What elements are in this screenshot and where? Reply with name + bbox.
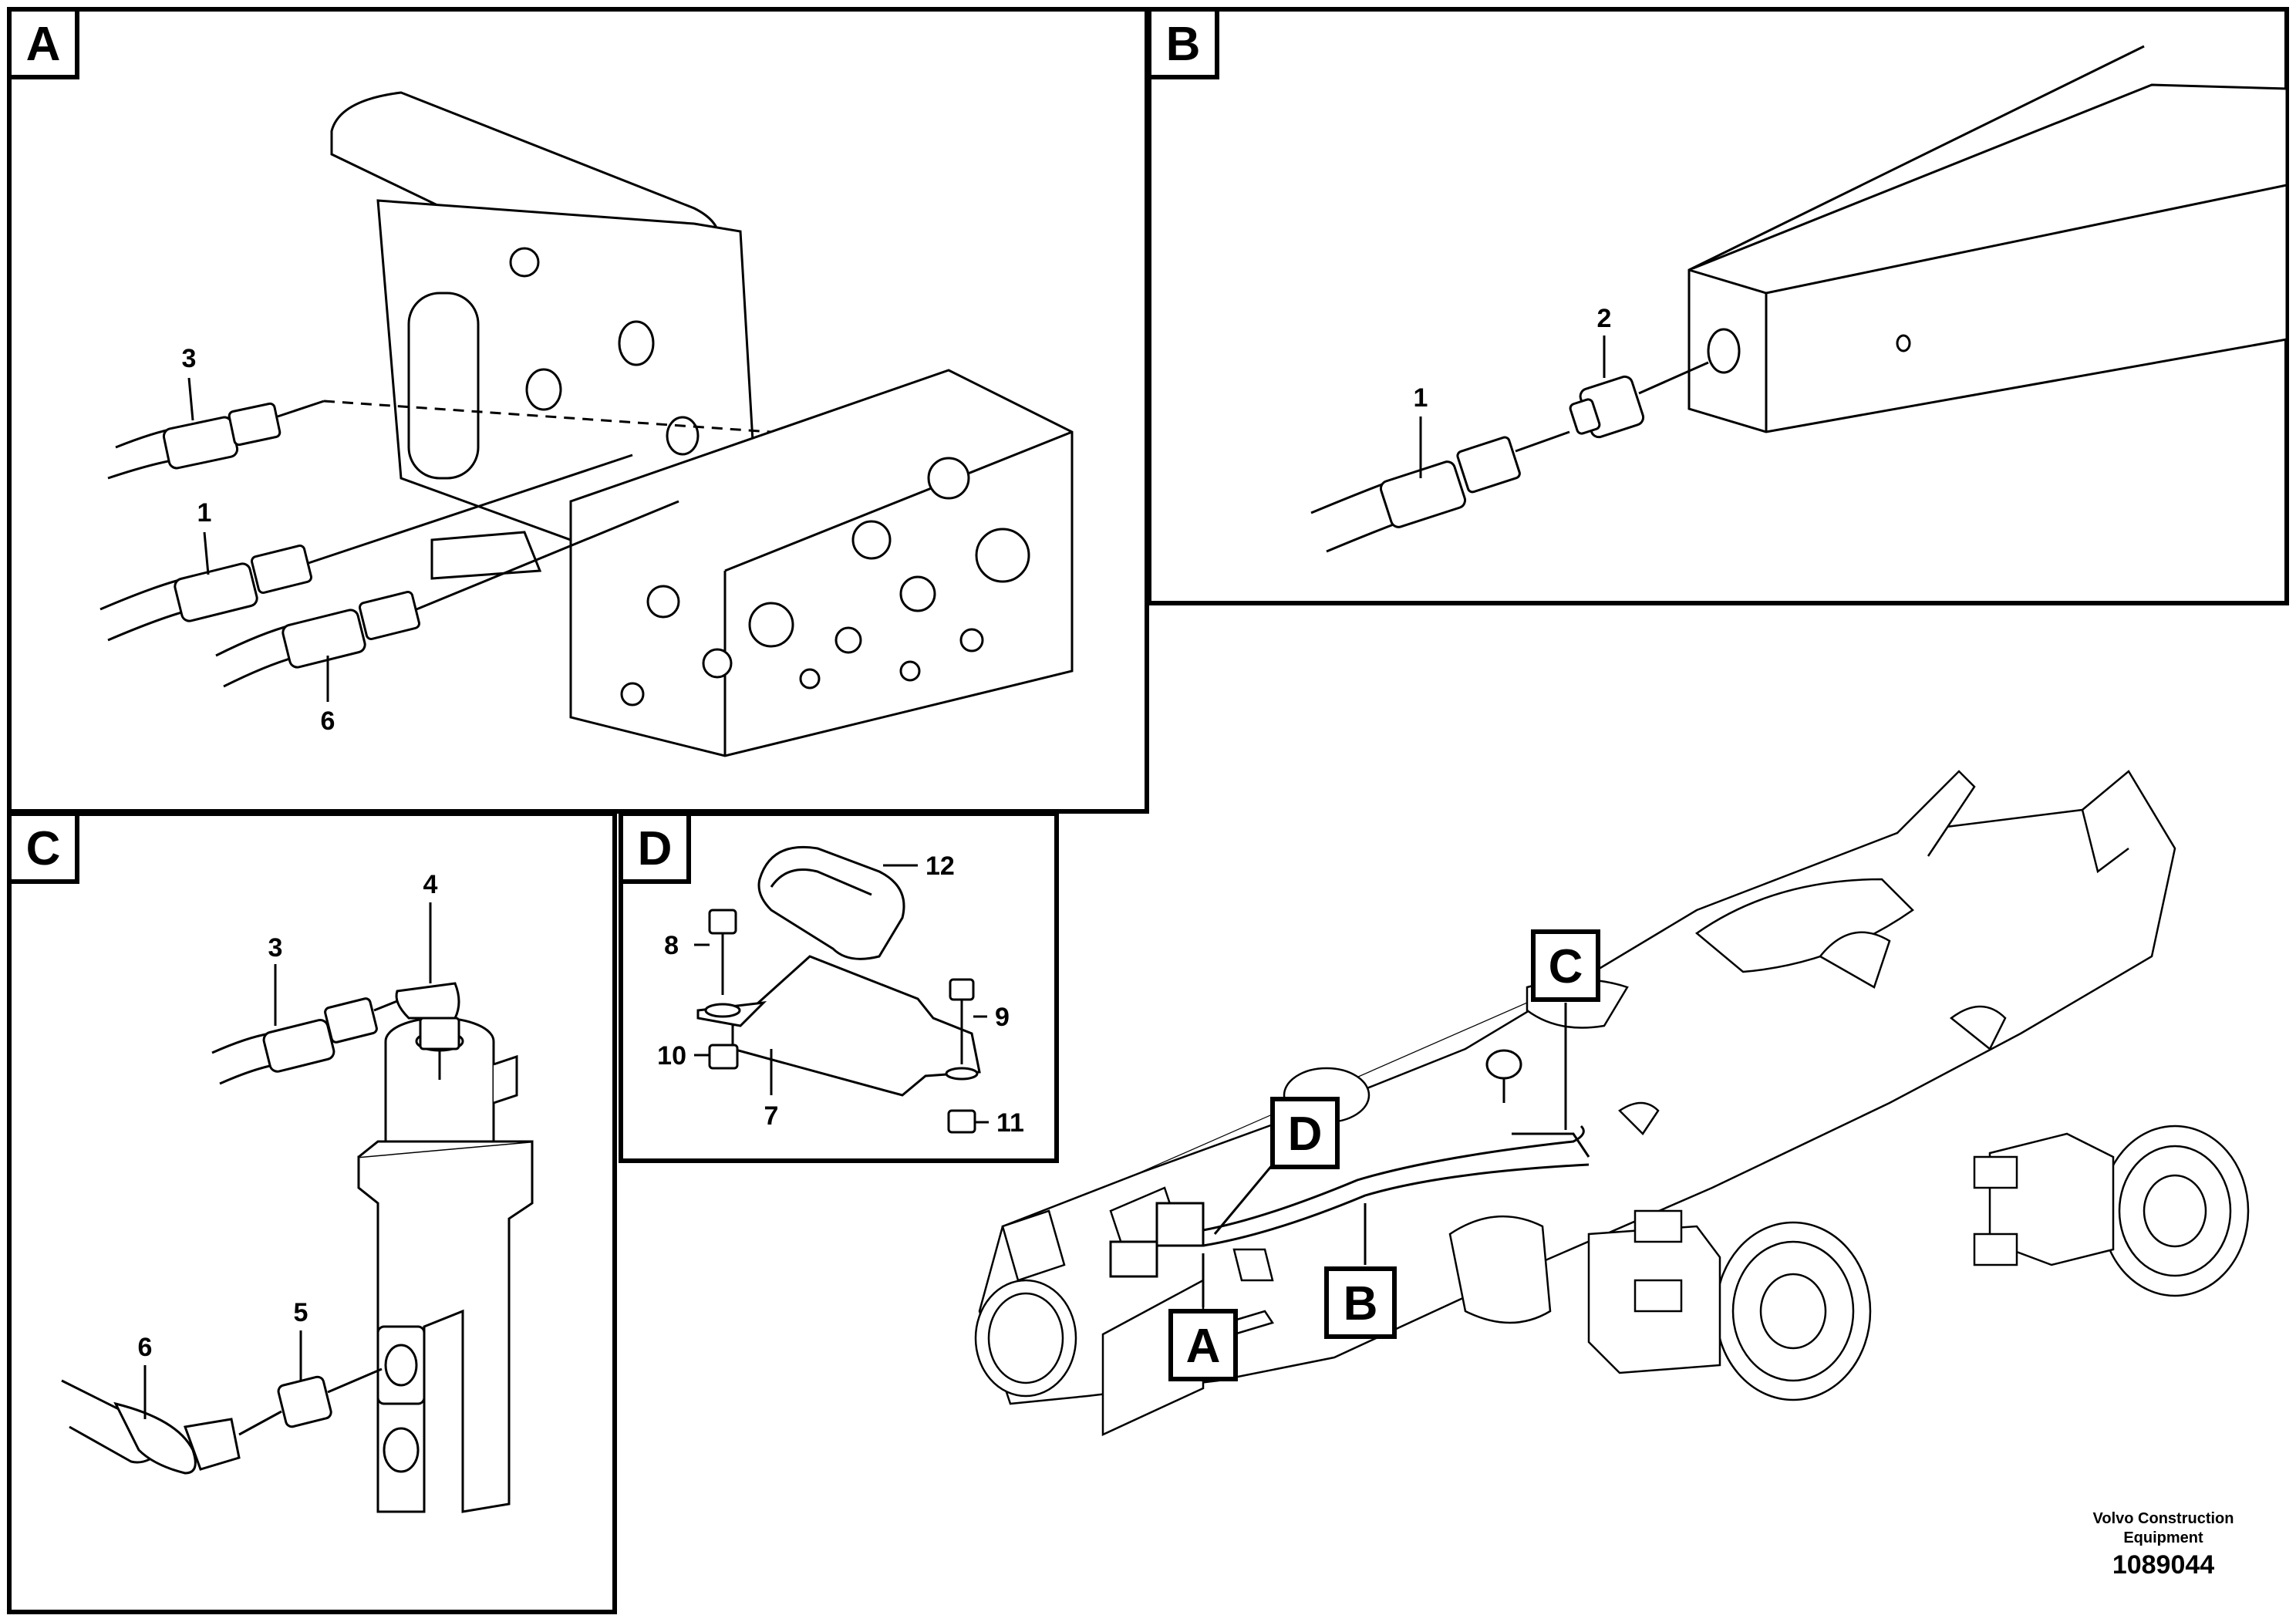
- overview-marker-c-label: C: [1549, 940, 1583, 993]
- d-bracket-7: [696, 955, 981, 1097]
- c-elbow-4: [395, 982, 460, 1080]
- panel-b-tag-box: [1147, 7, 1219, 79]
- panel-d: D: [619, 811, 1059, 1163]
- panel-a-tag: A: [26, 18, 61, 71]
- panel-d-frame: [619, 811, 1059, 1163]
- overview-wheel-rear: [1973, 1125, 2250, 1297]
- overview-marker-c: C: [1531, 929, 1600, 1130]
- overview-wheel-front: [1448, 1209, 1872, 1401]
- panel-c: C: [7, 811, 617, 1614]
- b-fitting-2: [1569, 361, 1709, 439]
- c-hose-6: [61, 1379, 282, 1475]
- panel-b-tag: B: [1166, 18, 1201, 71]
- b-hose-1: [1310, 430, 1570, 553]
- callout-c-4: 4: [423, 870, 438, 899]
- valve-block: [569, 369, 1074, 757]
- overview-marker-a: A: [1168, 1253, 1238, 1381]
- hose-assembly-1: [99, 454, 633, 642]
- frame-beam: [1687, 45, 2288, 433]
- company-name-line1: Volvo Construction: [2093, 1510, 2234, 1527]
- callout-d-9: 9: [995, 1003, 1010, 1032]
- panel-a: A: [7, 7, 1149, 814]
- d-bolt-8: [704, 909, 741, 1018]
- callout-d-12: 12: [925, 851, 955, 881]
- panel-c-frame: [7, 811, 617, 1614]
- callout-c-6: 6: [138, 1333, 153, 1362]
- callout-b-1: 1: [1414, 383, 1428, 413]
- panel-b-leaders: [1419, 336, 1606, 478]
- c-adapter-5: [277, 1367, 383, 1428]
- callout-a-3: 3: [182, 344, 197, 373]
- c-hose-3: [211, 997, 398, 1085]
- overview-hoses: [1109, 1049, 1590, 1278]
- overview-marker-d: D: [1213, 1097, 1340, 1235]
- overview-marker-a-label: A: [1186, 1320, 1221, 1373]
- mounting-bracket: [330, 91, 757, 580]
- hose-assembly-3: [107, 400, 772, 480]
- d-nut-11: [947, 1109, 976, 1134]
- c-valve-body: [357, 1017, 534, 1513]
- panel-c-tag: C: [26, 822, 61, 875]
- frame-overview: [974, 770, 2176, 1436]
- panel-d-leaders: [694, 864, 989, 1124]
- panel-d-tag-box: [619, 811, 691, 884]
- overview-marker-b-label: B: [1344, 1277, 1378, 1330]
- panel-c-leaders: [143, 902, 432, 1419]
- panel-b: B 2 1: [1147, 7, 2289, 605]
- callout-a-6: 6: [321, 706, 335, 736]
- panel-d-tag: D: [638, 822, 673, 875]
- hose-assembly-6: [215, 500, 679, 688]
- document-number: 1089044: [2112, 1550, 2214, 1580]
- panel-a-tag-box: [7, 7, 79, 79]
- callout-a-1: 1: [197, 498, 212, 528]
- callout-d-7: 7: [764, 1101, 779, 1131]
- callout-c-3: 3: [268, 933, 283, 963]
- callout-d-8: 8: [664, 931, 679, 960]
- callout-d-11: 11: [996, 1108, 1024, 1138]
- overview-marker-d-label: D: [1288, 1108, 1323, 1161]
- panel-c-tag-box: [7, 811, 79, 884]
- d-bolt-9: [945, 978, 979, 1081]
- callout-c-5: 5: [294, 1298, 308, 1327]
- company-name-line2: Equipment: [2123, 1529, 2203, 1546]
- footer: Volvo Construction Equipment 1089044: [2093, 1510, 2234, 1580]
- callout-b-2: 2: [1597, 304, 1612, 333]
- callout-d-10: 10: [657, 1041, 686, 1071]
- overview-marker-b: B: [1324, 1203, 1397, 1339]
- panel-a-leaders: [187, 377, 329, 702]
- d-nut-10: [708, 1044, 739, 1070]
- d-cable-tie-12: [757, 845, 905, 960]
